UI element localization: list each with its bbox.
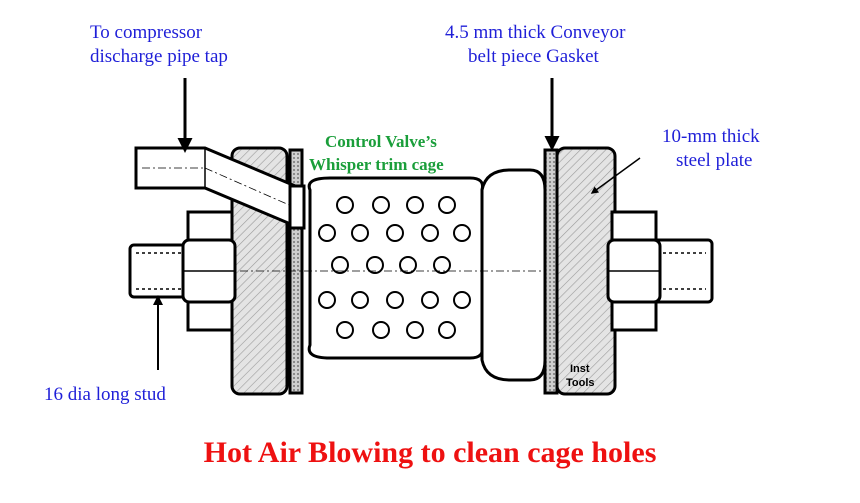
steel-plate-label-line-2: steel plate	[676, 150, 753, 171]
compressor-pipe-tap	[134, 146, 306, 231]
diagram-title: Hot Air Blowing to clean cage holes	[204, 436, 657, 469]
right-gasket	[543, 148, 559, 395]
cage-flange-ring	[480, 168, 547, 382]
steel-plate-pointer	[590, 157, 641, 194]
trim-cage-label-line-1: Control Valve’s	[325, 132, 437, 151]
steel-plate-label-line-1: 10-mm thick	[662, 126, 760, 147]
watermark-line-2: Tools	[566, 377, 595, 389]
cage-holes	[318, 196, 471, 339]
compressor-tap-label-line-1: To compressor	[90, 22, 203, 43]
stud-label: 16 dia long stud	[44, 384, 166, 405]
compressor-tap-label-line-2: discharge pipe tap	[90, 46, 228, 67]
right-steel-plate	[555, 146, 617, 396]
trim-cage-label-line-2: Whisper trim cage	[309, 155, 444, 174]
gasket-label-line-1: 4.5 mm thick Conveyor	[445, 22, 626, 43]
gasket-label-line-2: belt piece Gasket	[468, 46, 600, 67]
watermark-line-1: Inst	[570, 363, 590, 375]
